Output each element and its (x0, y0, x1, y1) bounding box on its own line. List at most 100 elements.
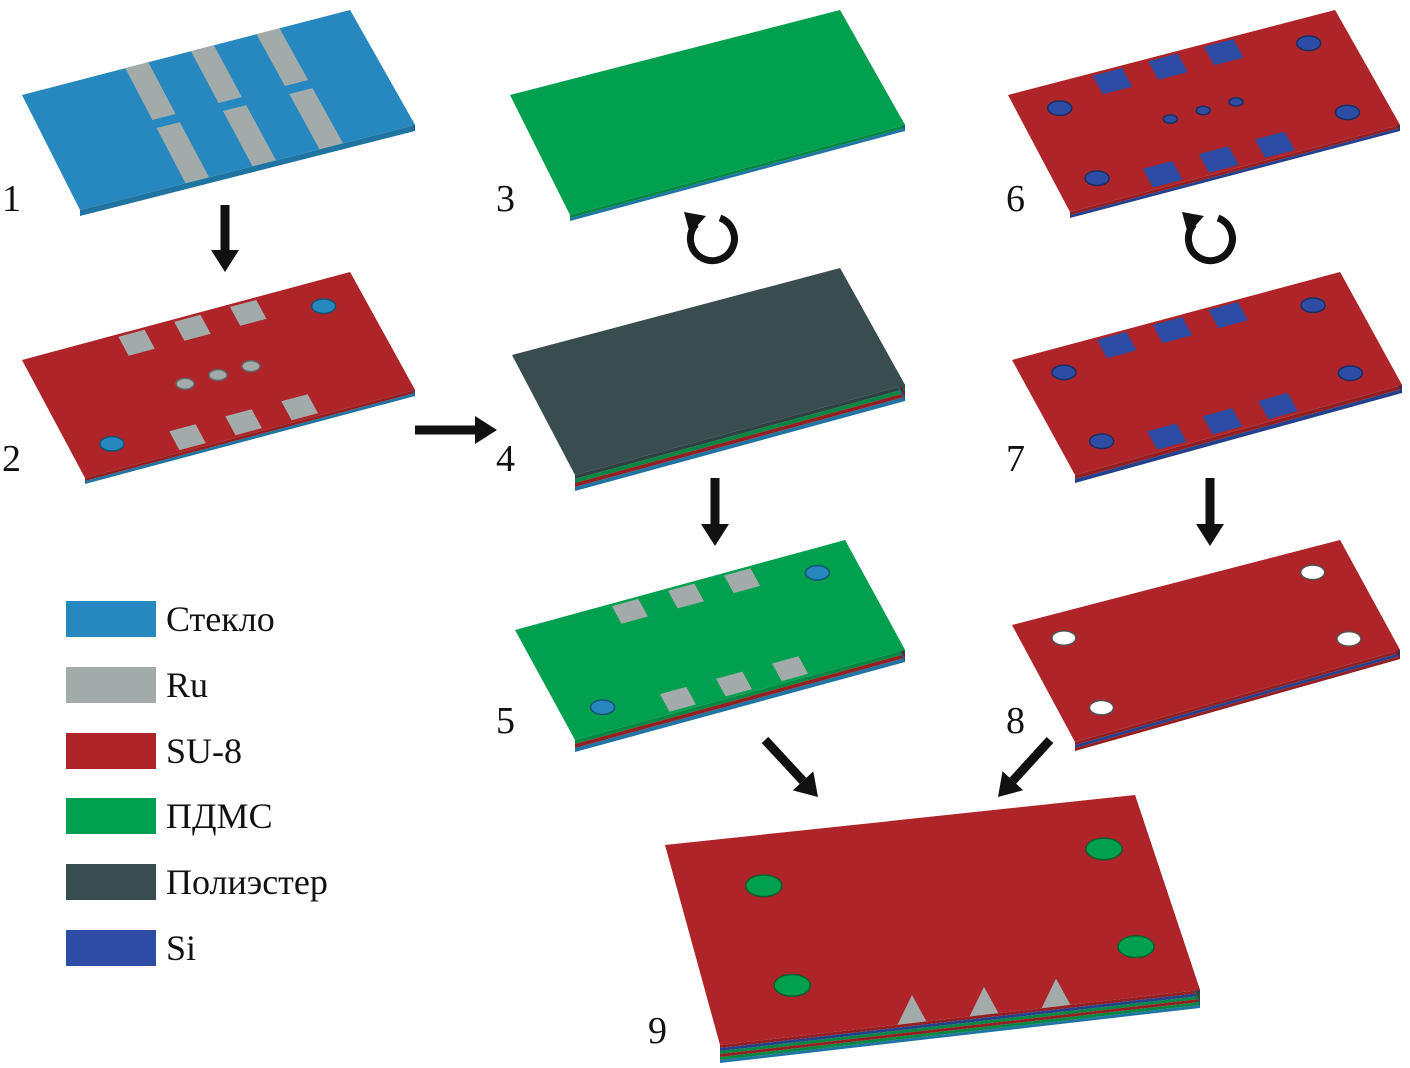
plate-front-layer (1070, 128, 1400, 218)
hole (310, 298, 337, 315)
ru-pad (174, 314, 211, 341)
ru-electrode (289, 88, 343, 150)
hole (589, 699, 616, 716)
arrow-5-to-9-head (792, 771, 818, 797)
plate-top-face (1012, 540, 1400, 742)
rotate-icon-head (1182, 212, 1204, 234)
ru-channel (897, 995, 927, 1025)
hole (1046, 100, 1073, 117)
si-pad (1254, 131, 1295, 158)
plate-top-face (22, 10, 415, 210)
step-label-6: 6 (1006, 178, 1025, 220)
step-label-5: 5 (496, 700, 515, 742)
plate-step-6 (1008, 10, 1400, 218)
plate-step-8 (1012, 540, 1400, 751)
plate-step-1 (22, 10, 415, 216)
plate-front-layer (85, 393, 415, 484)
hole (1336, 630, 1362, 647)
plate-step-3 (510, 10, 905, 221)
hole (1051, 630, 1077, 646)
legend-swatch (66, 601, 156, 637)
legend-polyester: Полиэстер (66, 862, 328, 902)
hole (208, 368, 228, 382)
plate-top-face (1012, 272, 1402, 475)
hole (1299, 564, 1326, 581)
si-pad (1202, 408, 1243, 435)
legend-swatch (66, 864, 156, 900)
legend-ru: Ru (66, 665, 209, 705)
plate-front-layer (80, 125, 415, 216)
plate-front-layer (575, 650, 905, 744)
plate-step-5 (515, 540, 905, 752)
plate-front-layer (720, 999, 1200, 1057)
plate-top-face (510, 10, 905, 215)
ru-channel (1041, 978, 1071, 1009)
hole (175, 377, 195, 390)
plate-front-layer (1075, 656, 1400, 751)
plate-front-layer (575, 654, 905, 748)
arrow-5-to-9-shaft (761, 736, 807, 784)
si-pad (1152, 317, 1193, 344)
ru-electrode (190, 45, 242, 103)
si-pad (1203, 39, 1244, 66)
ru-pad (668, 583, 704, 609)
legend-glass: Стекло (66, 599, 275, 639)
hole (1337, 365, 1364, 382)
legend-label: Стекло (166, 599, 275, 639)
plate-front-layer (1070, 125, 1400, 215)
ru-electrode (256, 28, 309, 86)
plate-front-layer (85, 390, 415, 481)
arrow-2-to-4-head (475, 416, 497, 444)
plate-front-layer (720, 993, 1200, 1051)
hole (241, 360, 261, 373)
plate-front-layer (575, 385, 905, 479)
plate-step-2 (22, 272, 415, 484)
plate-step-4 (512, 268, 905, 491)
ru-electrode (125, 62, 176, 120)
hole (99, 435, 125, 452)
plate-front-layer (575, 658, 905, 752)
legend-label: Ru (166, 665, 209, 705)
plate-step-7 (1012, 272, 1402, 483)
ru-pad (118, 329, 155, 356)
hole (1117, 935, 1155, 959)
hole (745, 874, 783, 898)
hole (1051, 364, 1077, 381)
si-pad (1142, 161, 1183, 188)
plate-front-layer (570, 125, 905, 218)
plate-front-layer (720, 996, 1200, 1054)
si-pad (1147, 423, 1187, 450)
si-pad (1092, 68, 1133, 95)
rotate-icon (1184, 214, 1236, 265)
ru-pad (659, 686, 696, 712)
ru-pad (169, 424, 206, 451)
plate-front-layer (1075, 389, 1402, 483)
hole (1195, 105, 1211, 116)
legend-label: ПДМС (166, 796, 273, 836)
arrow-8-to-9-head (998, 771, 1024, 797)
si-pad (1258, 392, 1298, 420)
rotate-icon-head (684, 212, 706, 234)
plate-front-layer (1075, 653, 1400, 748)
plate-front-layer (1075, 650, 1400, 745)
legend-pdms: ПДМС (66, 796, 273, 836)
ru-electrode (156, 122, 209, 184)
plate-step-9 (665, 795, 1200, 1063)
arrow-8-to-9-shaft (1009, 736, 1054, 784)
plate-front-layer (1075, 385, 1402, 479)
si-pad (1198, 146, 1239, 173)
si-pad (1208, 302, 1248, 329)
ru-pad (611, 598, 648, 624)
legend-swatch (66, 798, 156, 834)
step-label-4: 4 (496, 438, 515, 480)
hole (773, 973, 811, 997)
si-pad (1096, 331, 1137, 359)
legend-swatch (66, 733, 156, 769)
legend-label: Si (166, 928, 197, 968)
hole (1084, 170, 1110, 187)
ru-electrode (223, 105, 276, 167)
plate-front-layer (720, 1005, 1200, 1063)
plate-front-layer (720, 1002, 1200, 1060)
